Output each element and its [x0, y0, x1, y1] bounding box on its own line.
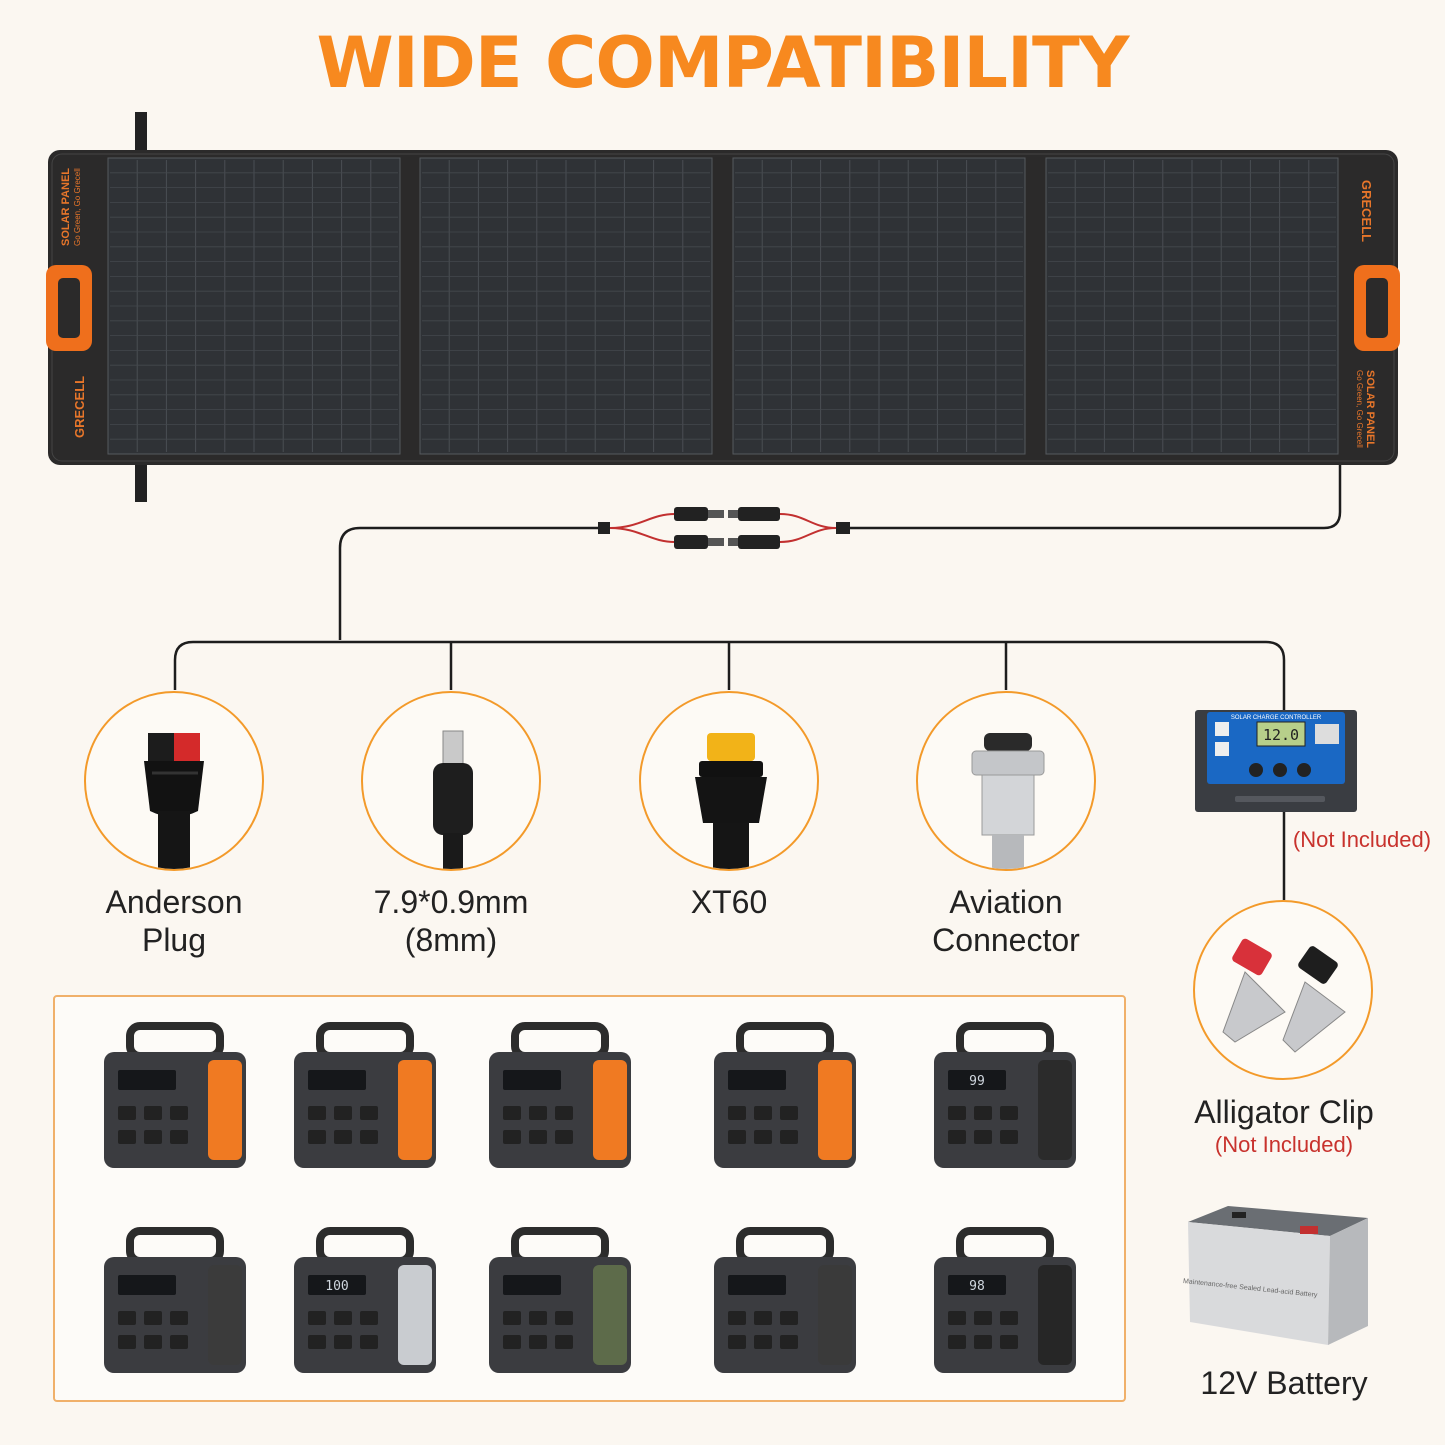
panel-tagline-left: Go Green, Go Grecell — [73, 168, 82, 246]
alligator-label: Alligator Clip — [1194, 1094, 1374, 1130]
power-station-3 — [475, 1020, 645, 1185]
xt60-label: XT60 — [619, 883, 839, 921]
panel-product-left: SOLAR PANEL — [60, 167, 72, 246]
power-station-6 — [90, 1225, 260, 1390]
dc-barrel-plug-icon — [361, 691, 541, 871]
power-station-1 — [90, 1020, 260, 1185]
panel-product-right: SOLAR PANEL — [1364, 370, 1376, 449]
xt60-plug-icon — [639, 691, 819, 871]
anderson-plug-icon — [84, 691, 264, 871]
anderson-label: Anderson Plug — [64, 883, 284, 959]
xt60-label-line1: XT60 — [690, 884, 768, 920]
panel-strap-bottom — [135, 462, 147, 502]
aviation-connector-icon — [916, 691, 1096, 871]
branch-connector-icon — [598, 507, 850, 549]
dc-label-line2: (8mm) — [404, 922, 498, 958]
dc-label-line1: 7.9*0.9mm — [373, 884, 529, 920]
power-station-9 — [700, 1225, 870, 1390]
controller-note: (Not Included) — [1292, 827, 1432, 852]
anderson-label-line1: Anderson — [105, 884, 243, 920]
power-station-2 — [280, 1020, 450, 1185]
dc-label: 7.9*0.9mm (8mm) — [331, 883, 571, 959]
aviation-label-line2: Connector — [932, 922, 1080, 958]
alligator-note: (Not Included) — [1214, 1132, 1354, 1157]
battery-label: 12V Battery — [1200, 1365, 1368, 1401]
power-station-7: 100 — [280, 1225, 450, 1390]
aviation-label: Aviation Connector — [896, 883, 1116, 959]
controller-display: 12.0 — [1263, 726, 1299, 744]
power-station-4 — [700, 1020, 870, 1185]
svg-text:100: 100 — [325, 1279, 348, 1294]
anderson-label-line2: Plug — [141, 922, 207, 958]
power-station-8 — [475, 1225, 645, 1390]
panel-tagline-right: Go Green, Go Grecell — [1355, 370, 1364, 448]
svg-text:98: 98 — [969, 1279, 985, 1294]
svg-text:99: 99 — [969, 1074, 985, 1089]
charge-controller — [1195, 710, 1357, 812]
aviation-label-line1: Aviation — [949, 884, 1063, 920]
panel-strap-top — [135, 112, 147, 152]
power-station-5: 99 — [920, 1020, 1090, 1185]
panel-brand-left: GRECELL — [72, 375, 87, 438]
controller-header: SOLAR CHARGE CONTROLLER — [1231, 715, 1322, 721]
panel-cable — [850, 465, 1342, 530]
panel-brand-right: GRECELL — [1359, 180, 1374, 243]
main-cable — [338, 526, 600, 640]
alligator-clip-icon — [1193, 900, 1373, 1080]
solar-panel — [46, 112, 1400, 502]
power-station-10: 98 — [920, 1225, 1090, 1390]
page-title: WIDE COMPATIBILITY — [316, 22, 1130, 104]
battery-image — [1188, 1206, 1368, 1345]
